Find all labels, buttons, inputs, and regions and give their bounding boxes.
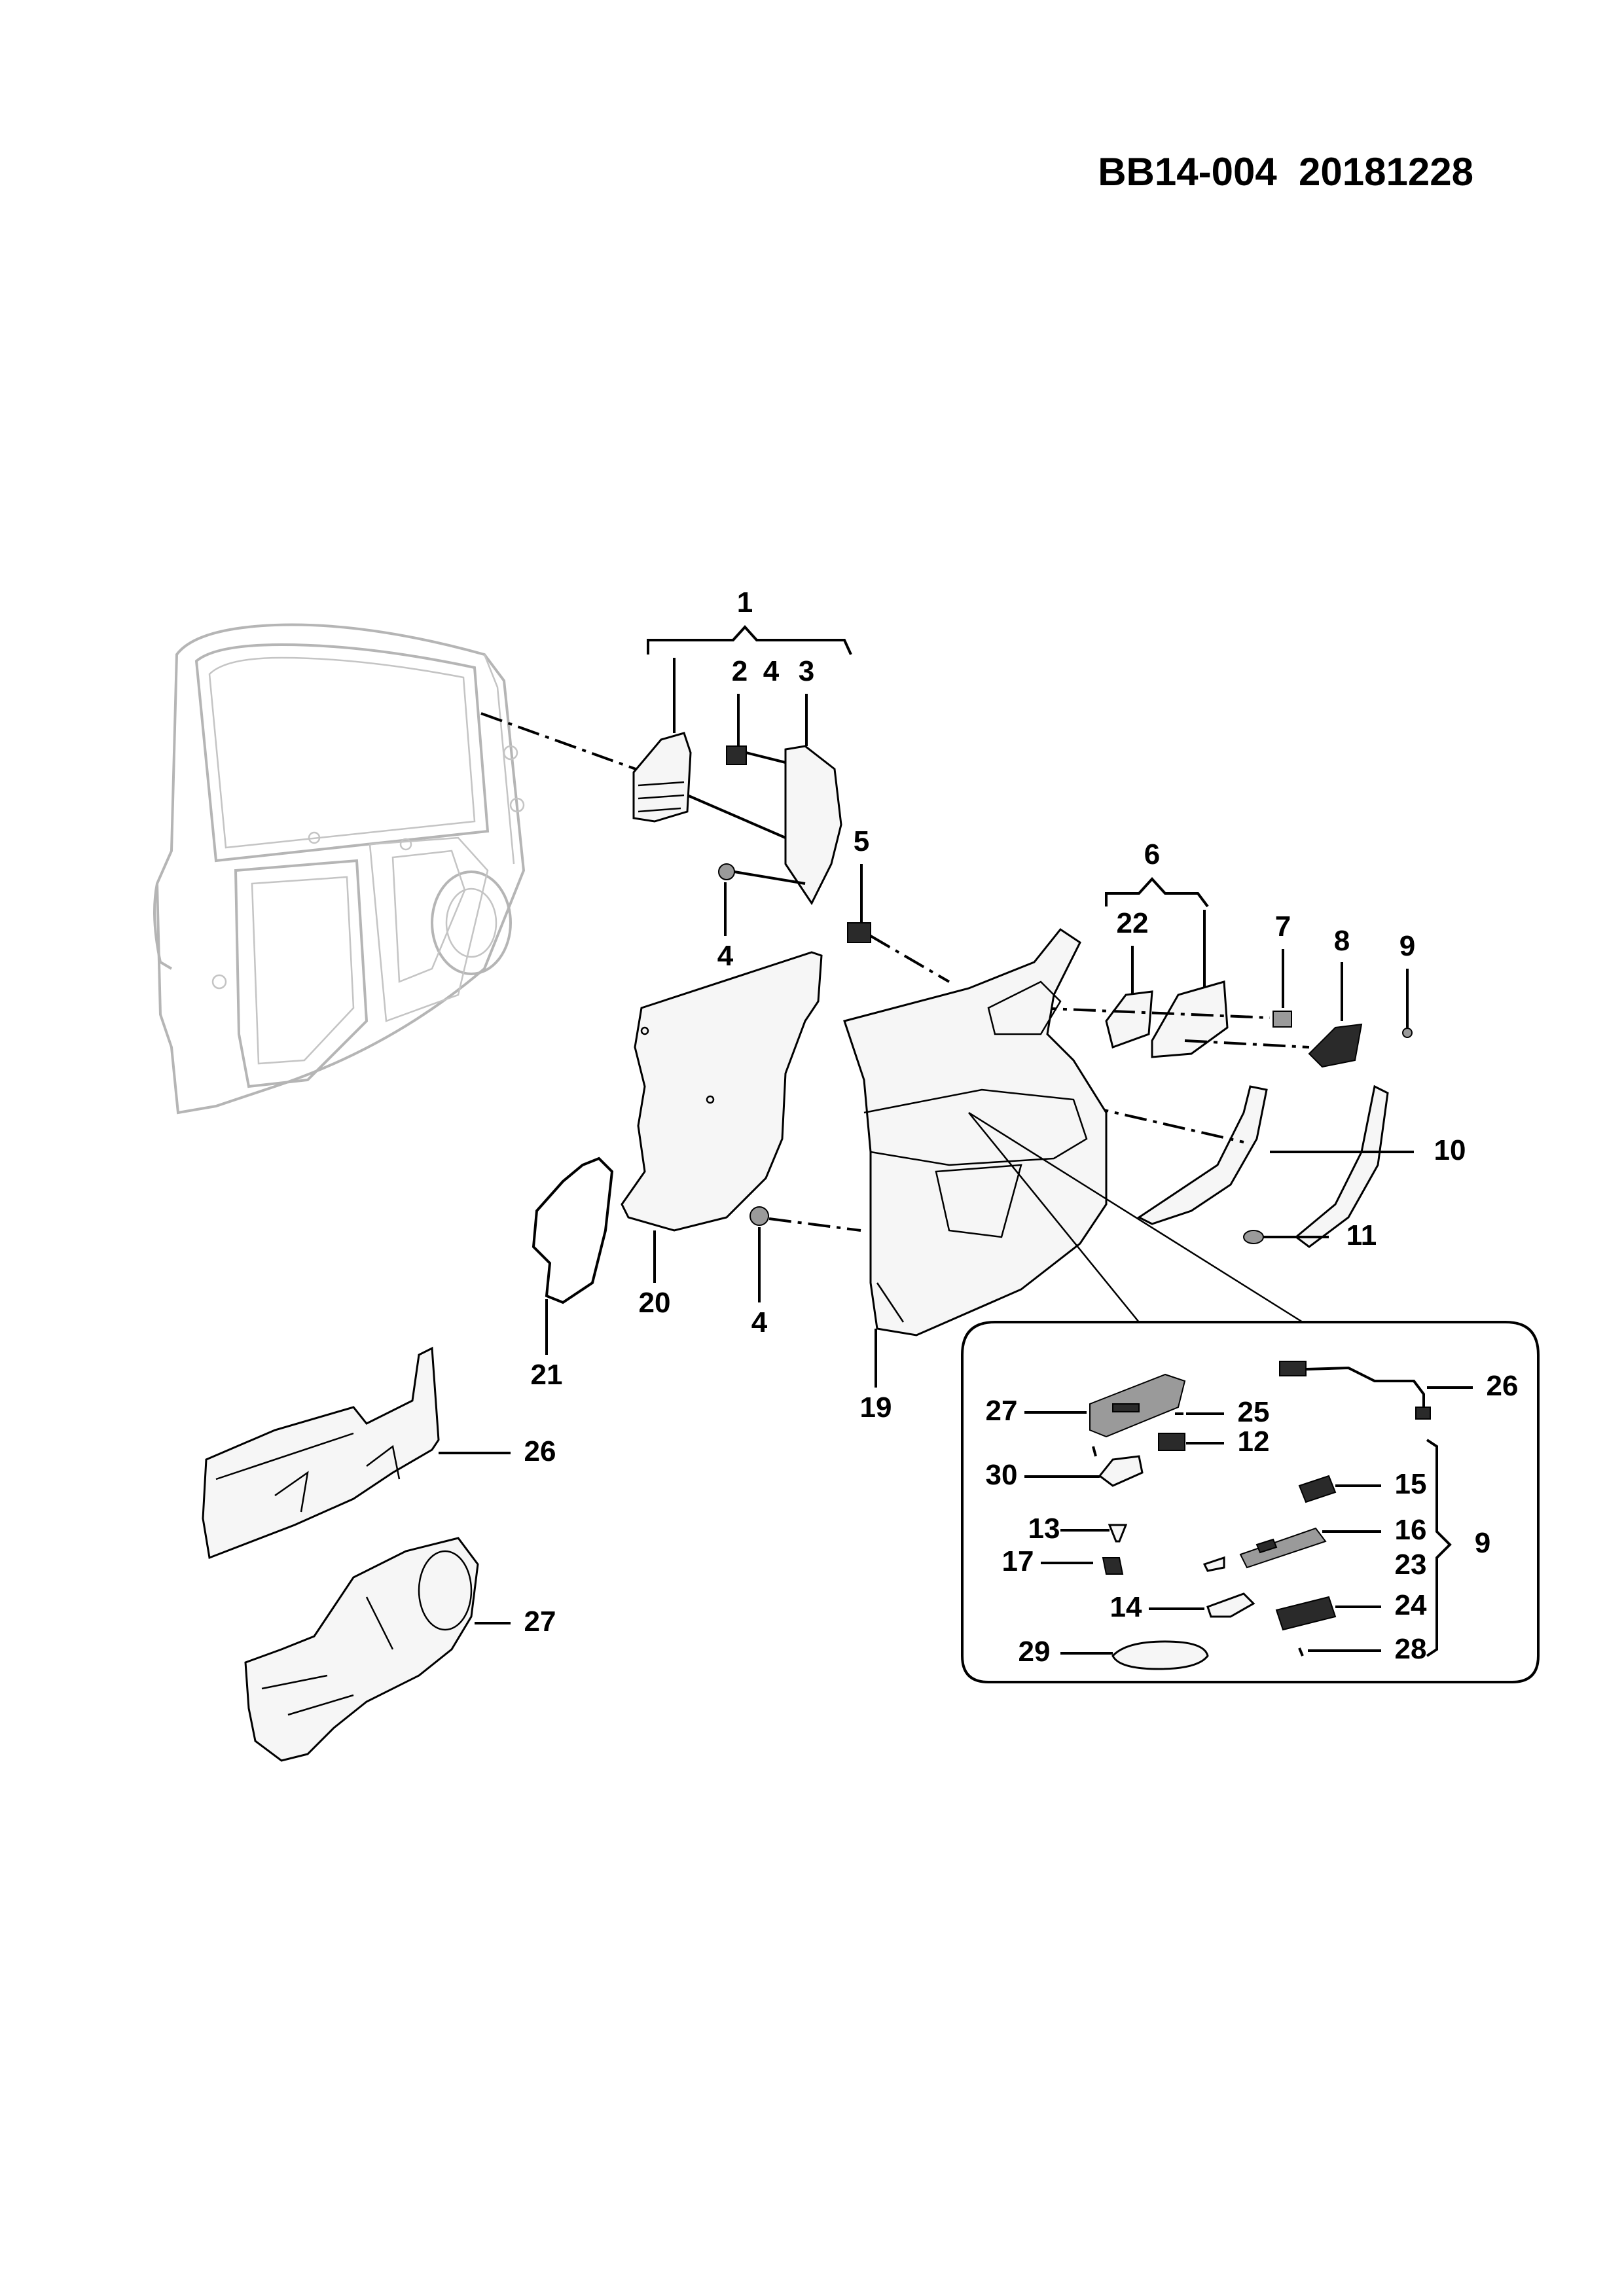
diagram-date: 20181228 [1299,150,1473,194]
callout-13: 30 [986,1459,1018,1491]
callout-24-left: 14 [1110,1591,1142,1623]
screw-part-4-lower [749,1206,769,1226]
switch-part-15 [1158,1433,1185,1451]
clip-part-2 [726,745,747,765]
trim-piece-part-3 [784,745,842,905]
callout-25: 26 [1487,1370,1519,1402]
armrest-handle-part [1137,1085,1268,1225]
screw-part-11 [1243,1230,1264,1244]
switch-assembly-inset [961,1321,1540,1683]
callout-28: 28 [1395,1633,1427,1665]
callout-14: 17 [1002,1545,1034,1577]
callout-17: 16 [1395,1514,1427,1546]
insulator-part-26 [202,1346,440,1560]
screw-part-under-bezel [1092,1446,1097,1457]
cap-part-29 [1111,1640,1209,1670]
clip-part-14 [1102,1557,1124,1575]
callout-12: 27 [986,1395,1018,1427]
switch-panel-part-17 [1239,1527,1327,1569]
callout-11: 11 [1346,1219,1377,1251]
screw-part-9-inset [1108,1524,1128,1543]
inner-handle-part-8 [1308,1023,1363,1068]
bezel-part-22 [1105,990,1153,1049]
callout-8: 8 [1334,925,1350,957]
callout-10: 10 [1434,1134,1466,1166]
callout-9: 9 [1399,930,1415,962]
callout-1: 1 [737,586,753,619]
diagram-code: BB14-004 [1098,150,1277,194]
callout-4: 4 [763,655,780,687]
callout-5: 5 [854,825,869,857]
seal-part-21 [532,1157,614,1304]
retainer-part-7 [1272,1011,1292,1028]
speaker-cover-part [632,732,692,823]
diagram-reference-header: BB14-004 20181228 [1098,149,1473,194]
callout-7: 7 [1275,910,1291,942]
screw-part-28 [1298,1647,1304,1657]
callout-30: 25 [1238,1396,1270,1428]
callout-6: 6 [1144,838,1160,870]
callout-19: 19 [860,1391,892,1424]
insulator-part-27 [244,1537,479,1762]
water-deflector-part-20 [621,951,823,1232]
clip-part-5 [847,922,871,943]
handle-bezel-part-6 [1151,980,1229,1058]
callout-9-inset: 13 [1028,1513,1060,1545]
callout-21: 21 [531,1359,563,1391]
cover-part-13 [1098,1455,1144,1487]
callout-16: 15 [1395,1468,1427,1500]
callout-2: 2 [732,655,748,687]
callout-27-text: 27 [524,1605,556,1638]
switch-part-18 [1275,1596,1337,1631]
door-trim-panel-part-19 [843,927,1108,1336]
trim-piece-part-24-lower [1206,1592,1255,1618]
callout-23: 9 [1475,1527,1490,1559]
callout-4-lower: 4 [751,1306,768,1338]
screw-part-9 [1402,1028,1413,1038]
door-shell-illustration [153,623,526,1115]
callout-20: 20 [639,1287,671,1319]
callout-24-right: 23 [1395,1549,1427,1581]
trim-piece-part-24-upper [1202,1556,1225,1572]
callout-18: 24 [1395,1589,1427,1621]
callout-3: 3 [799,655,814,687]
switch-part-16 [1298,1475,1337,1503]
switch-bezel-part-12 [1089,1373,1186,1438]
callout-29: 29 [1019,1636,1051,1668]
callout-26-text: 26 [524,1435,556,1467]
wire-harness-part-25 [1279,1361,1431,1420]
callout-4-upper: 4 [717,940,734,972]
callout-15: 12 [1238,1426,1270,1458]
screw-part-4-upper [718,863,806,885]
group-1-bracket [647,625,852,655]
callout-22: 22 [1117,907,1149,939]
